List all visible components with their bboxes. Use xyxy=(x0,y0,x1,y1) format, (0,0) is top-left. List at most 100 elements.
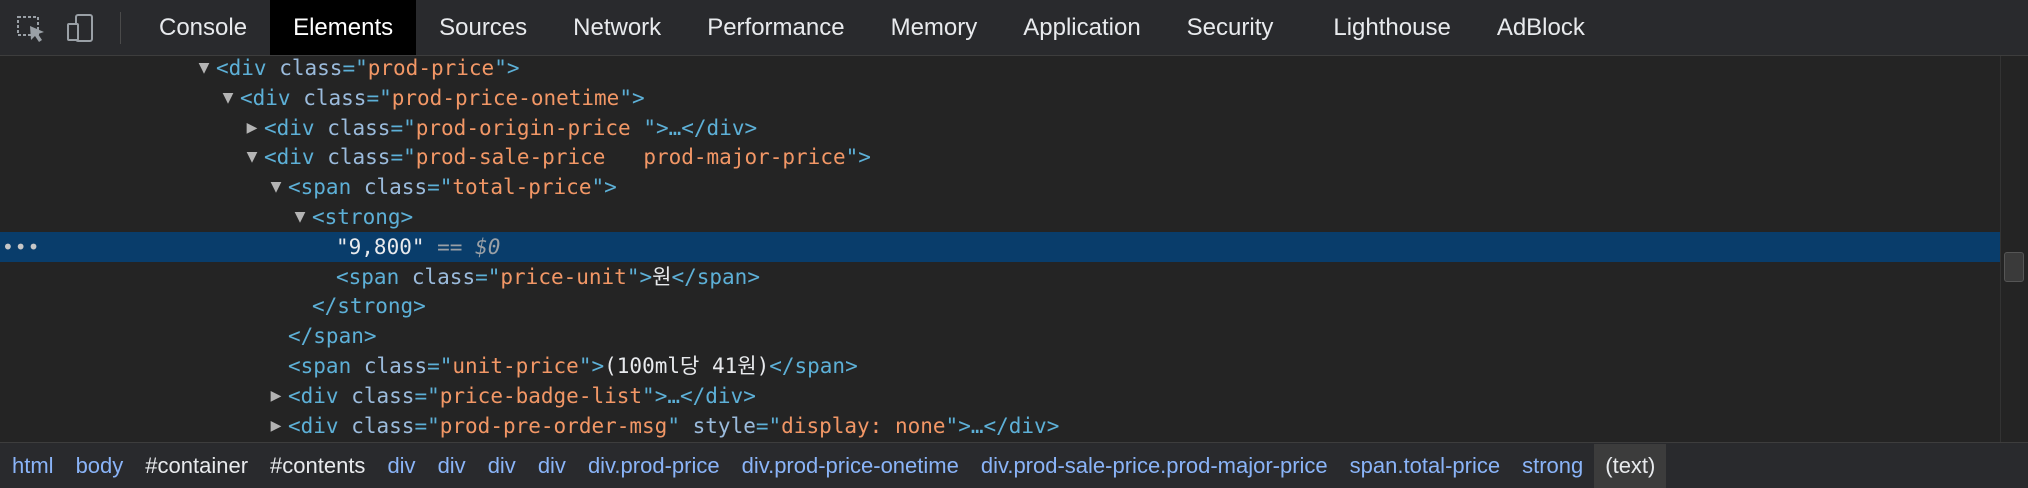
tab-security[interactable]: Security xyxy=(1186,14,1274,41)
collapse-triangle-icon[interactable]: ▶ xyxy=(270,417,282,434)
closing-tag: </strong> xyxy=(312,294,426,319)
attribute-value[interactable]: total-price xyxy=(452,175,592,200)
collapse-triangle-icon[interactable]: ▶ xyxy=(246,119,258,136)
attribute-quote: " xyxy=(667,413,680,438)
tab-memory[interactable]: Memory xyxy=(890,14,978,41)
tab-application[interactable]: Application xyxy=(1023,14,1141,41)
attribute-name[interactable]: class xyxy=(327,115,391,140)
attribute-value[interactable]: prod-price xyxy=(367,56,495,80)
tag-open-bracket: <div xyxy=(216,56,267,80)
attribute-value[interactable]: prod-origin-price xyxy=(415,115,644,140)
attribute-name[interactable]: class xyxy=(303,85,367,110)
dom-node-row[interactable]: ▼<div class="prod-price-onetime"> xyxy=(0,83,2000,113)
breadcrumb-item[interactable]: div.prod-sale-price.prod-major-price xyxy=(980,452,1328,478)
elements-tree: ▼<div class="prod-price">▼<div class="pr… xyxy=(0,56,2000,442)
dom-node-row[interactable]: </span> xyxy=(0,321,2000,351)
dom-node-row[interactable]: ▼<strong> xyxy=(0,202,2000,232)
inspect-element-icon[interactable] xyxy=(14,12,50,44)
dom-node-row[interactable]: ▶<div class="prod-pre-order-msg" style="… xyxy=(0,411,2000,441)
attribute-name[interactable]: class xyxy=(411,264,476,289)
tag-close-bracket: > xyxy=(591,354,605,378)
tag-open-bracket: <div xyxy=(288,413,339,438)
attribute-quote: " xyxy=(591,175,605,200)
space xyxy=(351,354,364,378)
dom-node-row[interactable]: <span class="unit-price">(100ml당 41원)</s… xyxy=(0,351,2000,381)
dom-node-row[interactable]: ▶<div class="price-badge-list">…</div> xyxy=(0,381,2000,411)
space xyxy=(339,414,352,438)
attribute-equals: =" xyxy=(427,354,453,378)
tag-open-bracket: <div xyxy=(240,85,291,110)
breadcrumb-item[interactable]: div xyxy=(387,452,416,478)
attribute-value[interactable]: prod-pre-order-msg xyxy=(439,413,668,438)
dom-node-row[interactable]: ▶<div class="prod-origin-price ">…</div> xyxy=(0,113,2000,143)
breadcrumb-item[interactable]: div xyxy=(537,452,566,478)
attribute-value[interactable]: price-unit xyxy=(500,264,627,289)
panel-tabs: Console Elements Sources Network Performance… xyxy=(136,0,1608,55)
breadcrumb-item[interactable]: div xyxy=(487,452,516,478)
space xyxy=(315,145,328,169)
expand-triangle-icon[interactable]: ▼ xyxy=(270,179,282,196)
tree-scrollbar[interactable] xyxy=(2000,56,2028,442)
attribute-equals: =" xyxy=(390,145,416,170)
space xyxy=(351,175,364,199)
selected-node-row[interactable]: •••"9,800" == $0 xyxy=(0,231,2000,262)
tag-close-bracket: > xyxy=(400,205,414,229)
scrollbar-thumb[interactable] xyxy=(2004,252,2024,282)
console-ref: $0 xyxy=(475,234,501,259)
breadcrumb-item[interactable]: div.prod-price-onetime xyxy=(741,452,959,478)
attribute-name[interactable]: class xyxy=(279,56,343,80)
attribute-name[interactable]: class xyxy=(363,354,428,378)
attribute-value[interactable]: price-badge-list xyxy=(439,383,643,408)
dom-node-row[interactable]: ▼<div class="prod-price"> xyxy=(0,56,2000,83)
tag-open-bracket: <span xyxy=(336,264,400,289)
attribute-value[interactable]: prod-sale-price prod-major-price xyxy=(415,145,846,170)
dom-node-row[interactable]: ▼<div class="prod-sale-price prod-major-… xyxy=(0,142,2000,172)
dom-node-row[interactable]: ▼<span class="total-price"> xyxy=(0,172,2000,202)
tab-elements[interactable]: Elements xyxy=(270,0,417,55)
attribute-quote: " xyxy=(642,383,655,408)
breadcrumb-item[interactable]: html xyxy=(12,452,54,478)
expand-triangle-icon[interactable]: ▼ xyxy=(294,209,306,225)
space xyxy=(315,116,328,140)
breadcrumb-item[interactable]: #container xyxy=(145,452,249,478)
toolbar-divider xyxy=(120,12,121,44)
attribute-name[interactable]: class xyxy=(363,175,428,200)
breadcrumb-item[interactable]: div xyxy=(437,452,466,478)
attribute-equals: =" xyxy=(414,413,440,438)
attribute-quote: " xyxy=(643,115,656,140)
attribute-quote: " xyxy=(619,85,632,110)
expand-triangle-icon[interactable]: ▼ xyxy=(222,89,234,106)
attribute-value[interactable]: display: none xyxy=(781,413,946,438)
more-actions-icon[interactable]: ••• xyxy=(2,234,41,259)
tag-close-bracket: >…</div> xyxy=(654,383,756,408)
device-toolbar-icon[interactable] xyxy=(64,12,100,44)
dom-node-row[interactable]: <span class="price-unit">원</span> xyxy=(0,262,2000,292)
tab-sources[interactable]: Sources xyxy=(439,14,528,41)
breadcrumb-item[interactable]: #contents xyxy=(270,452,366,478)
tag-close-bracket: > xyxy=(639,264,653,289)
space xyxy=(267,56,280,80)
collapse-triangle-icon[interactable]: ▶ xyxy=(270,387,282,404)
breadcrumb-item[interactable]: strong xyxy=(1522,452,1584,478)
tab-network[interactable]: Network xyxy=(573,14,662,41)
breadcrumb-item[interactable]: div.prod-price xyxy=(587,452,720,478)
expand-triangle-icon[interactable]: ▼ xyxy=(198,60,210,76)
tab-adblock[interactable]: AdBlock xyxy=(1496,14,1585,41)
attribute-name[interactable]: class xyxy=(327,145,391,170)
breadcrumb-current[interactable]: (text) xyxy=(1594,443,1667,488)
tab-performance[interactable]: Performance xyxy=(707,14,845,41)
tab-console[interactable]: Console xyxy=(159,14,248,41)
console-ref-eq: == xyxy=(424,234,476,259)
dom-node-row[interactable]: </strong> xyxy=(0,291,2000,321)
breadcrumb-item[interactable]: span.total-price xyxy=(1349,452,1501,478)
attribute-name[interactable]: class xyxy=(351,383,415,408)
attribute-value[interactable]: prod-price-onetime xyxy=(391,85,620,110)
expand-triangle-icon[interactable]: ▼ xyxy=(246,149,258,166)
attribute-value[interactable]: unit-price xyxy=(452,354,579,378)
tab-lighthouse[interactable]: Lighthouse xyxy=(1333,14,1451,41)
attribute-name[interactable]: class xyxy=(351,413,415,438)
breadcrumb-item[interactable]: body xyxy=(75,452,124,478)
attribute-quote: " xyxy=(626,264,640,289)
attribute-name[interactable]: style xyxy=(692,413,756,438)
